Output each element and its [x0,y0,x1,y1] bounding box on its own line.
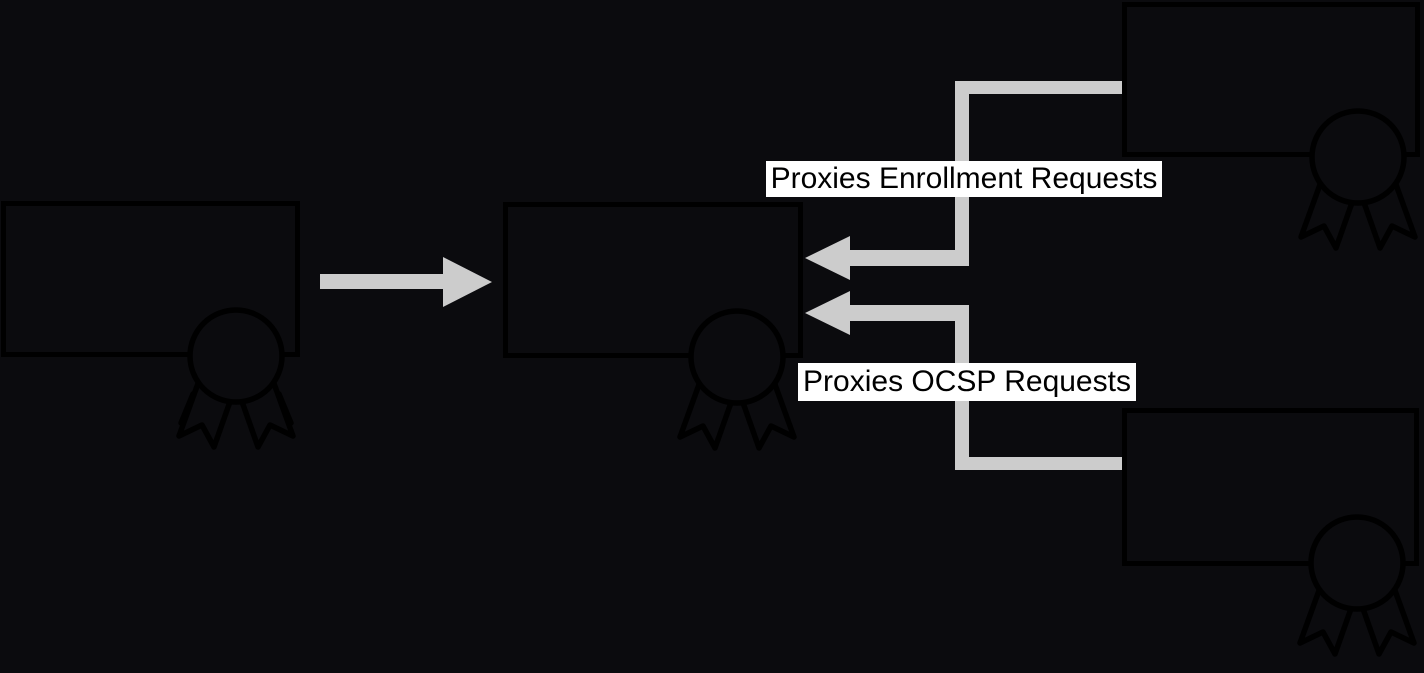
node-box-center [503,202,803,358]
node-box-bottom-right [1122,408,1419,566]
certificate-ribbon-icon [166,306,306,466]
node-box-top-right [1122,2,1420,157]
certificate-ribbon-icon [1288,107,1424,267]
diagram-canvas: Proxies Enrollment Requests Proxies OCSP… [1,2,1424,657]
enrollment-connector-horizontal [955,81,1122,94]
enrollment-connector-shaft [850,250,969,266]
arrow-left-icon [805,291,850,335]
certificate-ribbon-icon [667,307,807,467]
arrow-right-icon [443,257,492,307]
certificate-ribbon-icon [1287,513,1424,673]
node-box-left [1,201,300,357]
arrow-left-icon [805,236,850,280]
ocsp-connector-shaft [850,305,969,321]
ocsp-connector-horizontal [955,457,1122,470]
arrow-left-to-center-shaft [320,274,444,289]
enrollment-requests-label: Proxies Enrollment Requests [766,161,1162,197]
ocsp-requests-label: Proxies OCSP Requests [798,363,1136,401]
